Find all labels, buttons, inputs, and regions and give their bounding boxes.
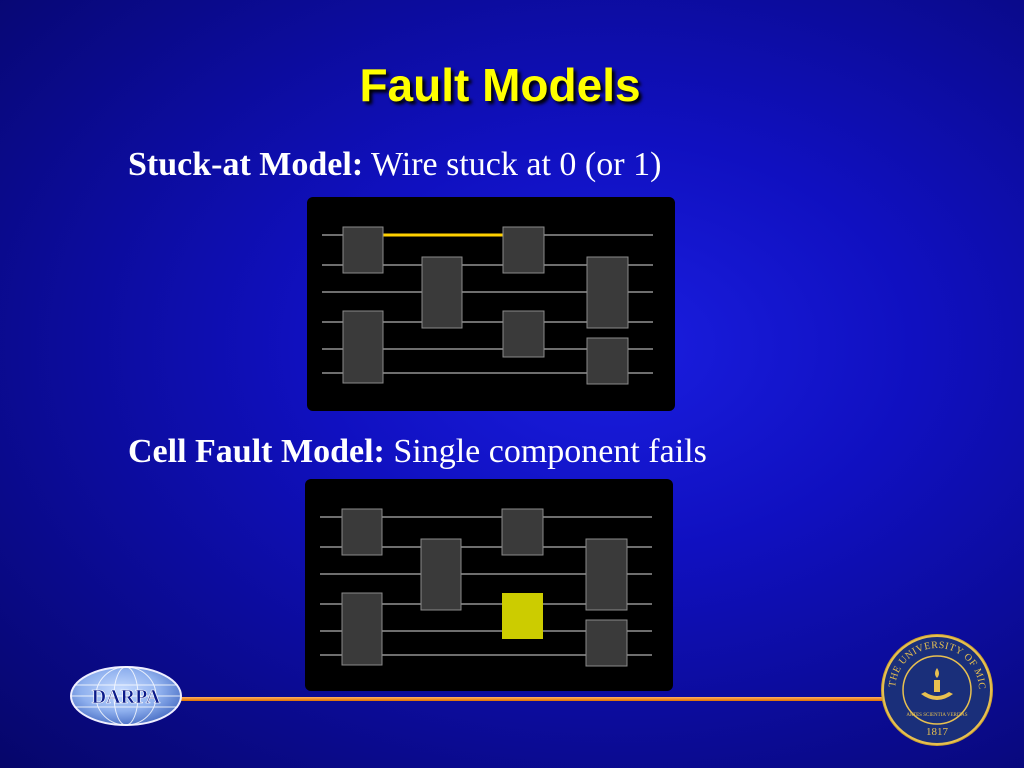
component <box>421 256 463 329</box>
stuck-at-label: Stuck-at Model: <box>128 146 364 183</box>
stuck-at-heading: Stuck-at Model: Wire stuck at 0 (or 1) <box>128 146 661 184</box>
diagram-background <box>305 479 673 691</box>
slide-title: Fault Models <box>359 59 641 111</box>
flame-icon <box>935 668 939 678</box>
component <box>502 310 545 358</box>
university-seal: THE UNIVERSITY OF MICHIGAN ARTES SCIENTI… <box>879 632 993 746</box>
component <box>341 508 383 556</box>
cell-fault-heading: Cell Fault Model: Single component fails <box>128 433 707 471</box>
component <box>342 226 384 274</box>
cell-fault-description: Single component fails <box>384 433 707 470</box>
darpa-logo-text: DARPA <box>92 686 161 708</box>
footer-rule <box>170 697 882 701</box>
component <box>586 256 629 329</box>
component <box>502 226 545 274</box>
failed-component <box>502 593 543 639</box>
cell-fault-label: Cell Fault Model: <box>128 433 385 470</box>
diagram-background <box>307 197 675 411</box>
cell-fault-circuit-diagram <box>305 479 673 691</box>
component <box>585 538 628 611</box>
stuck-at-circuit-diagram <box>307 197 675 411</box>
seal-year: 1817 <box>926 726 949 738</box>
component <box>341 592 383 666</box>
darpa-logo: DARPA <box>70 666 182 726</box>
seal-motto: ARTES SCIENTIA VERITAS <box>906 713 967 718</box>
component <box>501 508 544 556</box>
stuck-at-description: Wire stuck at 0 (or 1) <box>363 146 662 183</box>
component <box>342 310 384 384</box>
lamp-icon <box>921 692 953 700</box>
component <box>585 619 628 667</box>
component <box>420 538 462 611</box>
component <box>586 337 629 385</box>
